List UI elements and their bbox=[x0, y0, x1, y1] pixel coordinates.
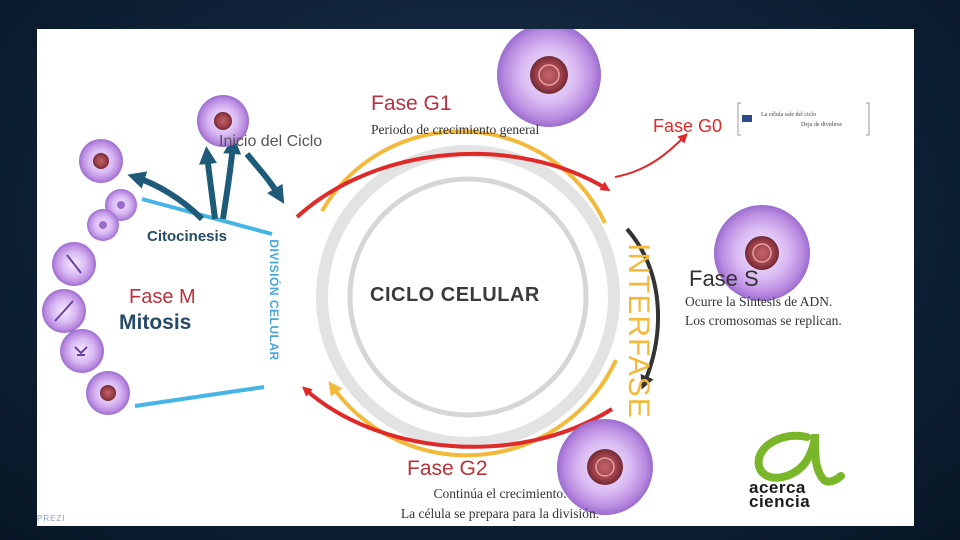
red-arrow-g2 bbox=[302, 386, 614, 449]
inner-gray-ring bbox=[347, 176, 589, 418]
outer-gray-ring bbox=[316, 145, 620, 449]
fase-g0-title: Fase G0 bbox=[653, 116, 723, 136]
cell-mitosis-3 bbox=[52, 242, 96, 286]
cell-mitosis-5 bbox=[60, 329, 104, 373]
teal-arrow-left bbox=[127, 171, 205, 222]
cell-mitosis-4 bbox=[42, 289, 86, 333]
cell-mitosis-2-dividing bbox=[87, 189, 137, 241]
teal-arrow-right bbox=[220, 136, 242, 220]
cell-cycle-diagram bbox=[42, 29, 845, 515]
division-label: DIVISIÓN CELULAR bbox=[267, 239, 281, 361]
fase-g1-desc: Periodo de crecimiento general bbox=[371, 122, 540, 137]
cell-inicio bbox=[197, 95, 249, 147]
red-arrow-g1 bbox=[295, 151, 611, 219]
teal-arrow-middle bbox=[199, 146, 218, 220]
prezi-watermark: PREZI bbox=[37, 514, 66, 523]
slide: Inicio del Ciclo Fase G1 Periodo de crec… bbox=[37, 29, 914, 526]
fase-g1-title: Fase G1 bbox=[371, 92, 452, 115]
fase-g2-desc: Continúa el crecimiento. La célula se pr… bbox=[400, 486, 600, 521]
mitosis-label: Mitosis bbox=[119, 311, 192, 334]
dark-arrow-s-phase bbox=[625, 227, 660, 390]
inicio-label: Inicio del Ciclo bbox=[219, 133, 323, 150]
yellow-arc-bottom bbox=[328, 359, 618, 458]
fase-m-title: Fase M bbox=[129, 286, 196, 308]
cell-mitosis-6 bbox=[86, 371, 130, 415]
fase-g2-title: Fase G2 bbox=[407, 457, 488, 480]
center-title: CICLO CELULAR bbox=[370, 284, 540, 306]
cell-g2 bbox=[557, 419, 653, 515]
yellow-arc-top bbox=[320, 129, 607, 224]
cell-g1 bbox=[497, 29, 601, 127]
fase-g0-note: La célula sale del ciclo Deja de dividir… bbox=[737, 101, 870, 137]
citocinesis-label: Citocinesis bbox=[147, 228, 228, 245]
interfase-label: INTERFASE bbox=[622, 243, 655, 419]
red-arrow-g0 bbox=[614, 133, 688, 178]
acerca-ciencia-logo-text: acerca ciencia bbox=[749, 478, 811, 511]
blue-line-bottom bbox=[134, 385, 265, 408]
cell-mitosis-1 bbox=[79, 139, 123, 183]
acerca-ciencia-logo-icon bbox=[754, 431, 845, 486]
blue-line-top bbox=[141, 197, 273, 236]
teal-arrow-to-cycle bbox=[244, 152, 285, 204]
fase-s-title: Fase S bbox=[689, 266, 759, 291]
fase-s-desc: Ocurre la Síntesis de ADN. Los cromosoma… bbox=[685, 294, 842, 328]
cell-s bbox=[714, 205, 810, 301]
